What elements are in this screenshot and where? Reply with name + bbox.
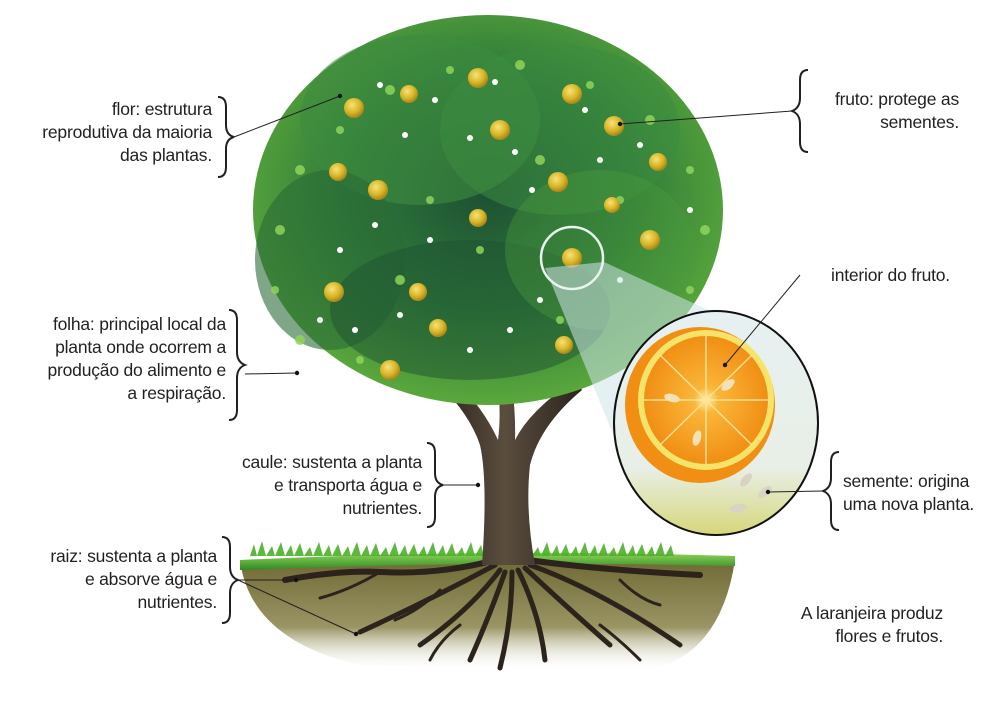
label-caule-line-3: nutrientes.: [342, 498, 422, 518]
leader-lines: [217, 69, 840, 635]
label-caule-line-2: e transporta água e: [274, 475, 422, 495]
label-folha: folha: principal local da planta onde oc…: [47, 313, 226, 405]
label-flor-line-1: flor: estrutura: [111, 99, 212, 119]
trunk: [440, 368, 582, 565]
canopy: [253, 15, 723, 405]
label-semente-line-1: semente: origina: [843, 471, 970, 491]
label-caule-line-1: caule: sustenta a planta: [241, 452, 422, 472]
label-semente: semente: origina uma nova planta.: [843, 470, 974, 516]
caption: A laranjeira produz flores e frutos.: [801, 602, 943, 648]
label-interior-line-1: interior do fruto.: [831, 265, 950, 285]
magnifier: [539, 225, 819, 536]
label-folha-line-1: folha: principal local da: [52, 314, 226, 334]
roots: [282, 557, 703, 671]
label-folha-line-2: planta onde ocorrem a: [55, 337, 226, 357]
label-folha-line-3: produção do alimento e: [47, 360, 226, 380]
label-flor: flor: estrutura reprodutiva da maioria d…: [42, 98, 212, 167]
label-folha-line-4: a respiração.: [127, 383, 226, 403]
label-raiz-line-3: nutrientes.: [137, 592, 217, 612]
fruits: [324, 68, 667, 380]
label-raiz-line-2: e absorve água e: [84, 569, 217, 589]
label-fruto: fruto: protege as sementes.: [835, 88, 959, 134]
label-interior-do-fruto: interior do fruto.: [831, 264, 950, 287]
label-raiz-line-1: raiz: sustenta a planta: [50, 546, 217, 566]
label-fruto-line-2: sementes.: [880, 112, 959, 132]
leader-dots: [293, 93, 771, 637]
label-semente-line-2: uma nova planta.: [843, 494, 975, 514]
caption-line-1: A laranjeira produz: [800, 603, 943, 623]
label-caule: caule: sustenta a planta e transporta ág…: [242, 451, 422, 520]
orange-cross-section: [625, 327, 775, 513]
label-flor-line-3: das plantas.: [120, 145, 212, 165]
label-raiz: raiz: sustenta a planta e absorve água e…: [50, 545, 217, 614]
label-flor-line-2: reprodutiva da maioria: [42, 122, 212, 142]
label-fruto-line-1: fruto: protege as: [834, 89, 959, 109]
caption-line-2: flores e frutos.: [835, 626, 943, 646]
